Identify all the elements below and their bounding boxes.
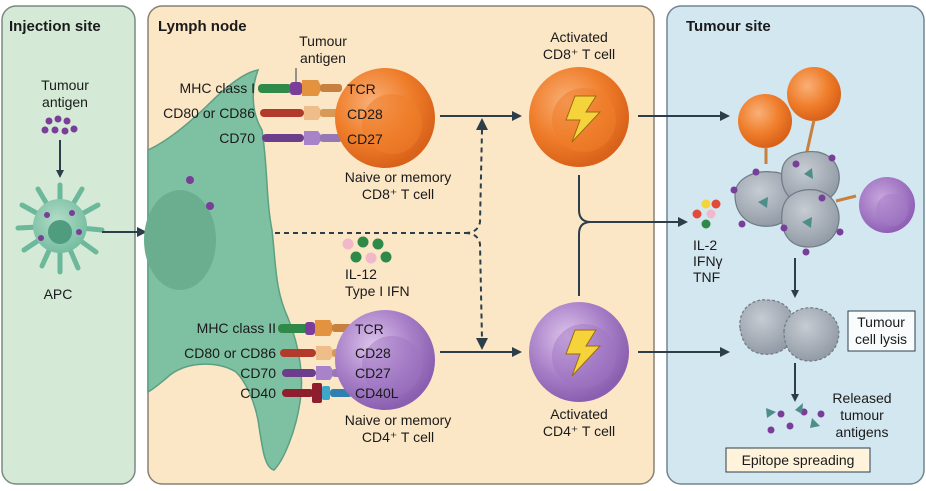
released-antigens-label-3: antigens <box>836 424 889 440</box>
cd80-cd86-label-bottom: CD80 or CD86 <box>184 345 276 361</box>
activated-cd8-label-2: CD8⁺ T cell <box>543 46 615 62</box>
effector-cd8-cell-right <box>787 67 841 121</box>
il2-label: IL-2 <box>693 237 717 253</box>
effector-cd4-nucleus <box>876 194 908 226</box>
activated-cd8-label-1: Activated <box>550 29 608 45</box>
cd27-label-top: CD27 <box>347 131 383 147</box>
cytokine-merge-lines <box>578 175 650 296</box>
apc-label: APC <box>44 286 73 302</box>
activated-cd4-label-2: CD4⁺ T cell <box>543 423 615 439</box>
injection-antigen-label-1: Tumour <box>41 77 89 93</box>
released-antigens-label-2: tumour <box>840 407 884 423</box>
cd28-label-bottom: CD28 <box>355 345 391 361</box>
epitope-spreading-box <box>725 447 871 473</box>
lysing-tumour-cells <box>739 299 840 362</box>
dashed-arrow-down-head <box>476 338 488 350</box>
cd70-label-top: CD70 <box>219 130 255 146</box>
released-antigens <box>766 403 825 434</box>
cd40-receptor <box>282 383 352 403</box>
lymph-node-panel-title: Lymph node <box>158 18 247 35</box>
naive-cd4-t-cell <box>335 310 435 410</box>
tumour-cell-lysis-box <box>847 310 916 352</box>
cd40l-label: CD40L <box>355 385 399 401</box>
effector-synapses <box>764 119 857 203</box>
naive-cd8-label-2: CD8⁺ T cell <box>362 186 434 202</box>
tumour-panel-title: Tumour site <box>686 18 771 35</box>
tcr-label-top: TCR <box>347 81 376 97</box>
lymph-tumour-antigen-label-1: Tumour <box>299 33 347 49</box>
cd70-label-bottom: CD70 <box>240 365 276 381</box>
cd80-receptor-top <box>260 106 342 120</box>
effector-cd8-cell-left <box>738 94 792 148</box>
cd28-label-top: CD28 <box>347 106 383 122</box>
mhc-class-i-receptor <box>258 80 342 96</box>
dashed-signal-lines <box>275 129 483 341</box>
tumour-cell-lysis-label-2: cell lysis <box>855 331 907 347</box>
ifn-gamma-label: IFNγ <box>693 253 723 269</box>
naive-cd4-label-2: CD4⁺ T cell <box>362 429 434 445</box>
released-antigens-label-1: Released <box>832 390 891 406</box>
injection-antigen-cluster <box>41 115 78 135</box>
injection-panel-title: Injection site <box>9 18 101 35</box>
cd27-label-bottom: CD27 <box>355 365 391 381</box>
tcr-label-bottom: TCR <box>355 321 384 337</box>
naive-cd8-label-1: Naive or memory <box>345 169 452 185</box>
lymph-tumour-antigen-label-2: antigen <box>300 50 346 66</box>
mhc-class-ii-label: MHC class II <box>197 320 276 336</box>
naive-cd8-nucleus <box>362 94 422 154</box>
injection-antigen-label-2: antigen <box>42 94 88 110</box>
activated-cd4-label-1: Activated <box>550 406 608 422</box>
tumour-cell-lysis-label-1: Tumour <box>857 314 905 330</box>
apc-cell <box>15 182 105 275</box>
tumour-cell-cluster <box>730 150 844 256</box>
lightning-bolt-icon <box>565 329 602 377</box>
cd40-label: CD40 <box>240 385 276 401</box>
naive-cd4-label-1: Naive or memory <box>345 412 452 428</box>
tumour-panel <box>666 5 925 485</box>
epitope-spreading-label: Epitope spreading <box>742 452 855 468</box>
tumour-cytokine-dots <box>692 199 721 229</box>
mhc-class-i-label: MHC class I <box>180 80 255 96</box>
mhc-class-ii-receptor <box>278 320 352 336</box>
il12-ifn-cytokines <box>342 236 392 264</box>
tnf-label: TNF <box>693 269 720 285</box>
dashed-arrow-up-head <box>476 118 488 130</box>
naive-cd4-nucleus <box>362 336 422 396</box>
cd80-cd86-label-top: CD80 or CD86 <box>163 105 255 121</box>
type-i-ifn-label: Type I IFN <box>345 283 410 299</box>
lightning-bolt-icon <box>565 95 602 143</box>
dendritic-cell <box>144 69 303 471</box>
il12-label: IL-12 <box>345 266 377 282</box>
cd70-receptor-top <box>262 131 342 145</box>
